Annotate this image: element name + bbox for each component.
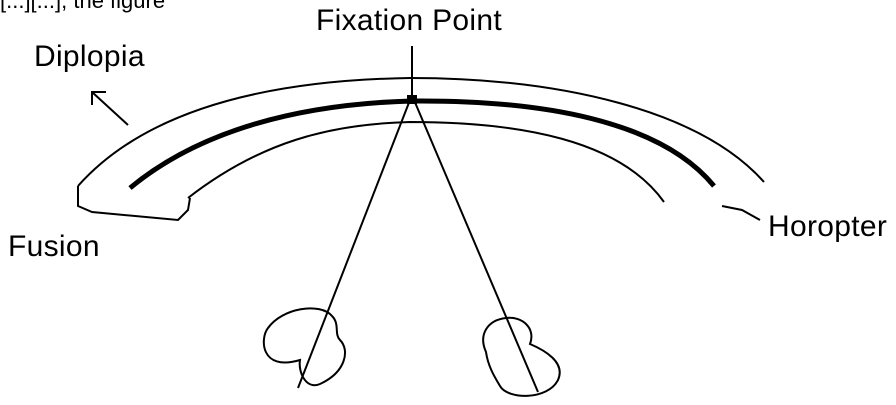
diplopia-label: Diplopia [34, 40, 145, 73]
horopter-label: Horopter [768, 210, 888, 243]
cropped-caption: [...][...], the figure [0, 0, 166, 13]
diplopia-arrow-line [91, 91, 129, 126]
inner-boundary-arc [187, 120, 665, 203]
left-line-of-sight [297, 99, 411, 389]
fixation-point-label: Fixation Point [316, 4, 502, 37]
horopter-arc [128, 98, 716, 190]
fusion-bracket [77, 186, 191, 222]
right-line-of-sight [413, 99, 539, 393]
right-eye [482, 316, 561, 397]
fusion-label: Fusion [8, 230, 100, 263]
outer-boundary-arc [77, 76, 765, 187]
diplopia-arrow-head [91, 91, 106, 105]
left-eye [262, 307, 347, 387]
horopter-leader [721, 205, 761, 221]
fixation-point-dot [407, 95, 417, 104]
